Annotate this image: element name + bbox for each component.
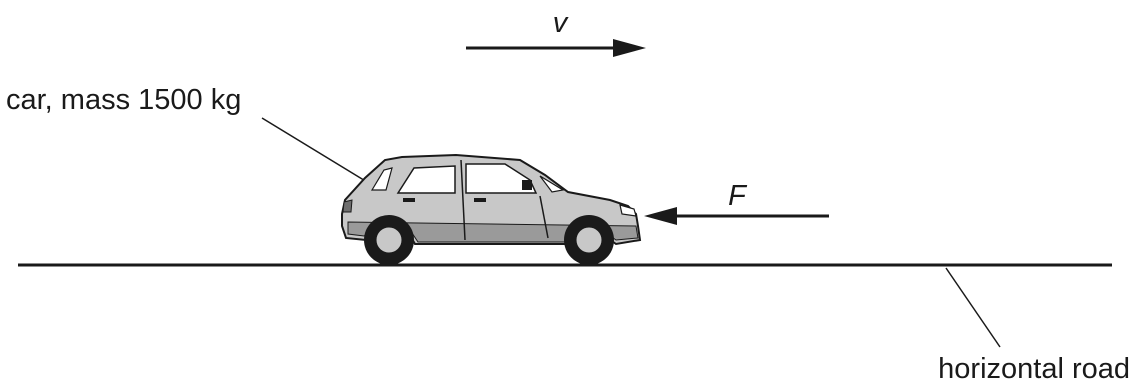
velocity-arrow bbox=[466, 39, 646, 57]
wing-mirror bbox=[522, 180, 532, 190]
headlight bbox=[619, 204, 637, 217]
road-leader-line bbox=[945, 267, 1001, 348]
road-label: horizontal road bbox=[938, 353, 1130, 384]
car bbox=[341, 153, 642, 265]
rear-door-window bbox=[396, 165, 456, 194]
car-leader-line bbox=[261, 117, 368, 183]
front-door-handle bbox=[474, 198, 486, 202]
front-door-window bbox=[465, 163, 538, 194]
force-arrow bbox=[644, 207, 829, 225]
rear-wheel bbox=[364, 215, 414, 265]
rear-light bbox=[342, 199, 353, 213]
velocity-label: v bbox=[553, 7, 569, 39]
windscreen bbox=[539, 175, 565, 193]
force-label: F bbox=[728, 180, 748, 212]
front-wheel bbox=[564, 215, 614, 265]
rear-door-handle bbox=[403, 198, 415, 202]
car-label: car, mass 1500 kg bbox=[6, 84, 241, 116]
rear-quarter-window bbox=[370, 167, 393, 191]
